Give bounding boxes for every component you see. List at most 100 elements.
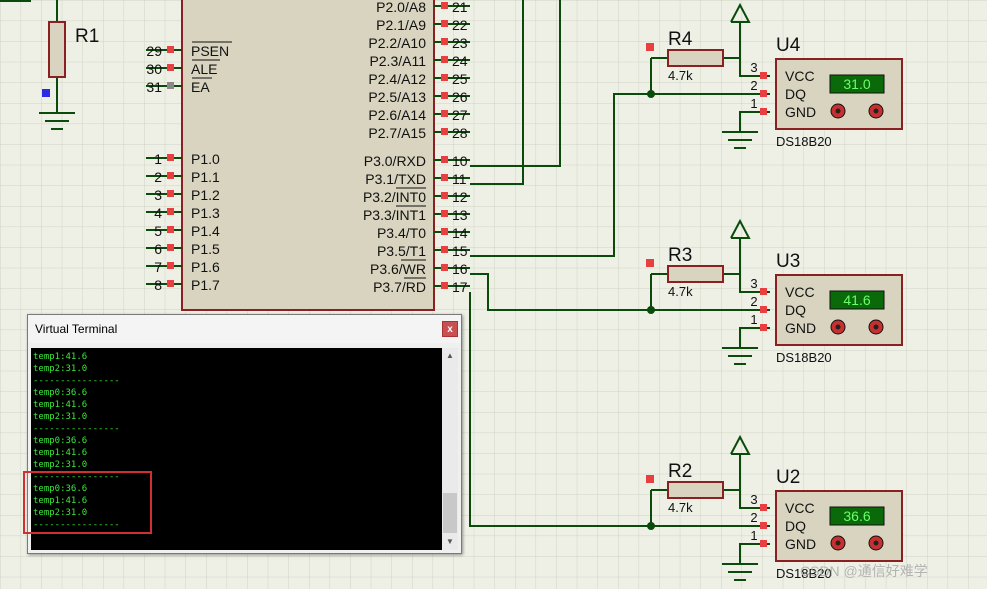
- pin-marker: [441, 246, 448, 253]
- pin-number: 27: [452, 107, 468, 123]
- pin-marker: [760, 504, 767, 511]
- resistor-r4: [667, 49, 724, 67]
- terminal-titlebar[interactable]: Virtual Terminal x: [28, 315, 461, 343]
- pin-number: 24: [452, 53, 468, 69]
- terminal-line: temp2:31.0: [33, 364, 88, 374]
- pin-marker: [441, 156, 448, 163]
- pin-label: P2.6/A14: [368, 107, 426, 123]
- mcu-right-pins: 21P2.0/A822P2.1/A923P2.2/A1024P2.3/A1125…: [363, 0, 470, 295]
- sensor-part: DS18B20: [776, 350, 832, 365]
- highlight-box: [23, 471, 152, 534]
- pin-label: P3.5/T1: [377, 243, 426, 259]
- pin-marker: [760, 522, 767, 529]
- pin-number: 1: [750, 312, 757, 327]
- virtual-terminal-window[interactable]: Virtual Terminal x temp1:41.6 temp2:31.0 -…: [27, 314, 462, 554]
- pin-marker: [441, 110, 448, 117]
- pin-marker: [167, 244, 174, 251]
- wires: [0, 0, 770, 564]
- button-dot-icon: [835, 108, 841, 114]
- terminal-output[interactable]: temp1:41.6 temp2:31.0 ---------------- temp…: [31, 348, 442, 550]
- pin-label: P1.1: [191, 169, 220, 185]
- pin-marker: [646, 475, 654, 483]
- pin-marker: [167, 280, 174, 287]
- button-dot-icon: [873, 108, 879, 114]
- pin-number: 5: [154, 223, 162, 239]
- temperature-reading: 31.0: [843, 76, 870, 92]
- terminal-title: Virtual Terminal: [35, 322, 118, 336]
- pin-label: VCC: [785, 284, 815, 300]
- resistor-r3: [667, 265, 724, 283]
- pin-marker: [441, 228, 448, 235]
- pin-number: 29: [146, 43, 162, 59]
- pin-number: 16: [452, 261, 468, 277]
- scroll-thumb[interactable]: [443, 493, 457, 533]
- scroll-down-icon[interactable]: ▼: [446, 537, 454, 546]
- mcu-chip[interactable]: [181, 0, 435, 311]
- pin-number: 6: [154, 241, 162, 257]
- pin-marker: [167, 154, 174, 161]
- temperature-reading: 41.6: [843, 292, 870, 308]
- sensor-ref: U2: [776, 467, 800, 488]
- pin-marker: [441, 264, 448, 271]
- pin-number: 3: [154, 187, 162, 203]
- pin-label: P1.0: [191, 151, 220, 167]
- terminal-line: temp1:41.6: [33, 448, 88, 458]
- pin-label: P3.6/WR: [370, 261, 426, 277]
- pin-label: DQ: [785, 518, 806, 534]
- pin-number: 25: [452, 71, 468, 87]
- terminal-line: temp2:31.0: [33, 460, 88, 470]
- terminal-scrollbar[interactable]: ▲ ▼: [442, 348, 458, 550]
- pin-marker: [441, 2, 448, 9]
- temperature-reading: 36.6: [843, 508, 870, 524]
- pin-marker: [760, 108, 767, 115]
- ground-symbols: [39, 112, 758, 581]
- pin-label: P2.4/A12: [368, 71, 426, 87]
- power-terminals: [730, 2, 751, 455]
- pin-marker: [760, 324, 767, 331]
- pin-marker: [441, 282, 448, 289]
- close-button[interactable]: x: [442, 321, 458, 337]
- resistor-value: 4.7k: [668, 68, 693, 83]
- pin-number: 28: [452, 125, 468, 141]
- pin-label: P1.7: [191, 277, 220, 293]
- lcd-display: [829, 74, 885, 94]
- pin-label: P2.7/A15: [368, 125, 426, 141]
- pin-marker: [760, 288, 767, 295]
- pin-number: 22: [452, 17, 468, 33]
- pin-label: DQ: [785, 302, 806, 318]
- terminal-line: ----------------: [33, 376, 120, 386]
- pin-marker: [646, 259, 654, 267]
- pin-number: 2: [750, 78, 757, 93]
- pin-marker: [167, 262, 174, 269]
- terminal-line: temp1:41.6: [33, 496, 88, 506]
- pin-marker: [441, 92, 448, 99]
- pin-label: P3.4/T0: [377, 225, 426, 241]
- terminal-lines: temp1:41.6 temp2:31.0 ---------------- temp…: [33, 351, 120, 531]
- pin-number: 1: [750, 528, 757, 543]
- pin-label: P1.4: [191, 223, 220, 239]
- pin-number: 14: [452, 225, 468, 241]
- resistor-r1[interactable]: [48, 21, 66, 78]
- pin-number: 17: [452, 279, 468, 295]
- pin-label: DQ: [785, 86, 806, 102]
- pin-marker: [167, 46, 174, 53]
- pin-number: 13: [452, 207, 468, 223]
- terminal-line: ----------------: [33, 520, 120, 530]
- pin-number: 10: [452, 153, 468, 169]
- terminal-line: temp2:31.0: [33, 508, 88, 518]
- sensor-blocks: R44.7kU4DS18B203VCC2DQ1GND31.0R34.7kU3DS…: [646, 29, 903, 581]
- pin-number: 8: [154, 277, 162, 293]
- lcd-display: [829, 506, 885, 526]
- scroll-up-icon[interactable]: ▲: [446, 351, 454, 360]
- pin-label: PSEN: [191, 43, 229, 59]
- pin-label: EA: [191, 79, 210, 95]
- pin-label: P1.5: [191, 241, 220, 257]
- button-dot-icon: [873, 540, 879, 546]
- resistor-label: R4: [668, 29, 693, 50]
- terminal-line: temp0:36.6: [33, 436, 88, 446]
- pin-label: P3.2/INT0: [363, 189, 426, 205]
